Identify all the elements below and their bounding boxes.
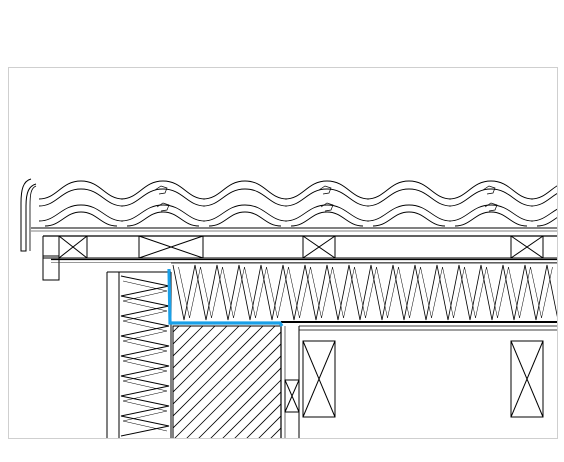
roof-tile (120, 180, 206, 227)
wall-insulation (120, 275, 170, 437)
roof-tile (38, 180, 124, 227)
roof-tile (448, 180, 534, 227)
insulation-zigzag (172, 264, 557, 321)
batten (58, 235, 88, 259)
roof-insulation (171, 262, 557, 323)
ceiling-board (281, 321, 557, 331)
batten (138, 235, 204, 259)
batten (510, 235, 544, 259)
vapor-barrier (167, 268, 284, 327)
battens (42, 235, 557, 259)
roof-tile (202, 180, 288, 227)
ceiling-joist (510, 340, 544, 418)
roof-tile (284, 180, 370, 227)
wall (106, 271, 172, 438)
roof-tiles (31, 180, 557, 232)
roof-tile (530, 185, 557, 227)
batten (302, 235, 336, 259)
eaves-section-drawing (20, 178, 557, 438)
eaves-fascia (20, 178, 557, 281)
wall-plate (284, 326, 300, 438)
wall-structure (172, 322, 286, 438)
roof-tile (366, 180, 452, 227)
ceiling-joist (302, 340, 336, 418)
roof-membrane (51, 258, 557, 263)
ceiling-joists (302, 340, 544, 418)
drawing-frame (8, 67, 558, 439)
